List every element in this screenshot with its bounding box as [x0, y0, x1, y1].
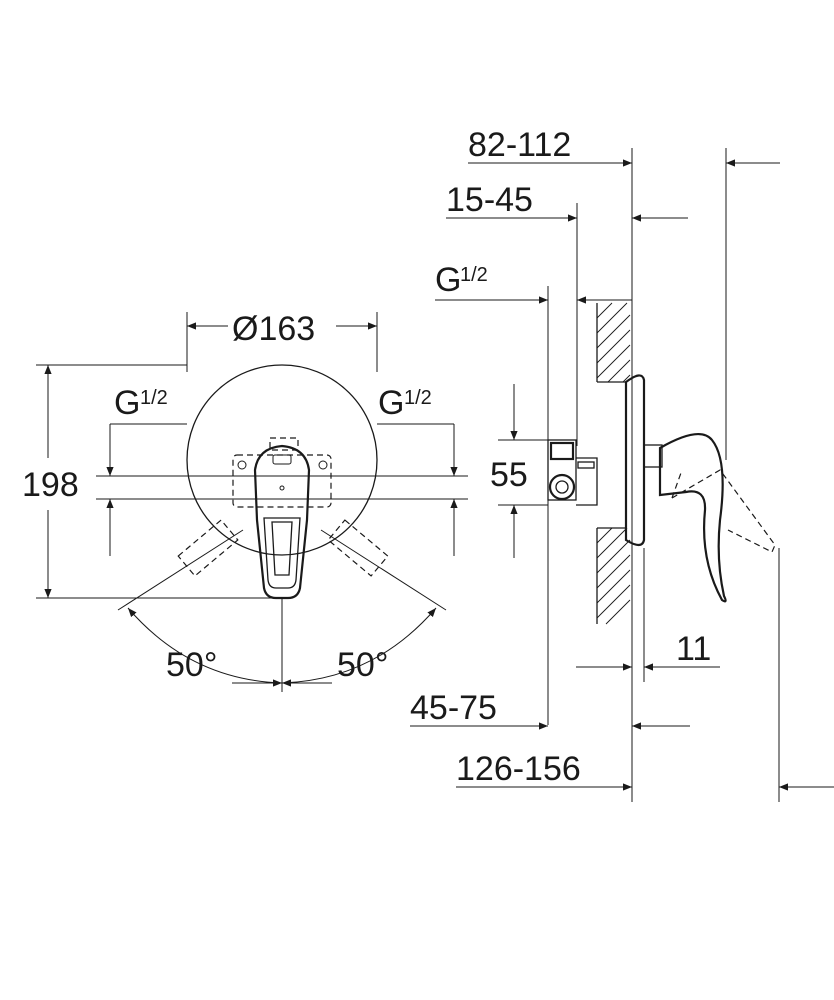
thread-right-label: G	[378, 384, 404, 422]
thread-left-fraction: 1/2	[140, 387, 168, 409]
handle-ghost-left	[177, 519, 239, 577]
depth-inner-label: 15-45	[446, 181, 533, 219]
handle-ghost-right	[327, 519, 389, 577]
outlet-label: 45-75	[410, 689, 497, 727]
cover-plate-side	[624, 374, 646, 547]
inlet-fitting	[548, 473, 576, 501]
thread-side-fraction: 1/2	[460, 264, 488, 286]
thread-side-label: G	[435, 261, 461, 299]
wall-section-top	[596, 302, 631, 383]
height-label: 198	[22, 466, 79, 504]
plate-label: 11	[676, 630, 711, 668]
angle-left-label: 50°	[166, 646, 217, 684]
cover-plate	[186, 364, 378, 556]
side-view: 82-112 15-45 G 1/2 55 11 45-75 126-156	[410, 126, 834, 802]
thread-left-label: G	[114, 384, 140, 422]
thread-right-fraction: 1/2	[404, 387, 432, 409]
valve-body	[547, 439, 577, 501]
diameter-label: Ø163	[232, 310, 315, 348]
angle-right-label: 50°	[337, 646, 388, 684]
depth-total-label: 82-112	[468, 126, 571, 164]
handle-lever	[253, 444, 311, 600]
spacing-label: 55	[490, 456, 528, 494]
handle-side	[643, 432, 776, 603]
depth-max-label: 126-156	[456, 750, 581, 788]
wall-section-bottom	[596, 527, 631, 625]
front-view: Ø163 198 G 1/2 G 1/2 50° 50°	[22, 310, 468, 692]
